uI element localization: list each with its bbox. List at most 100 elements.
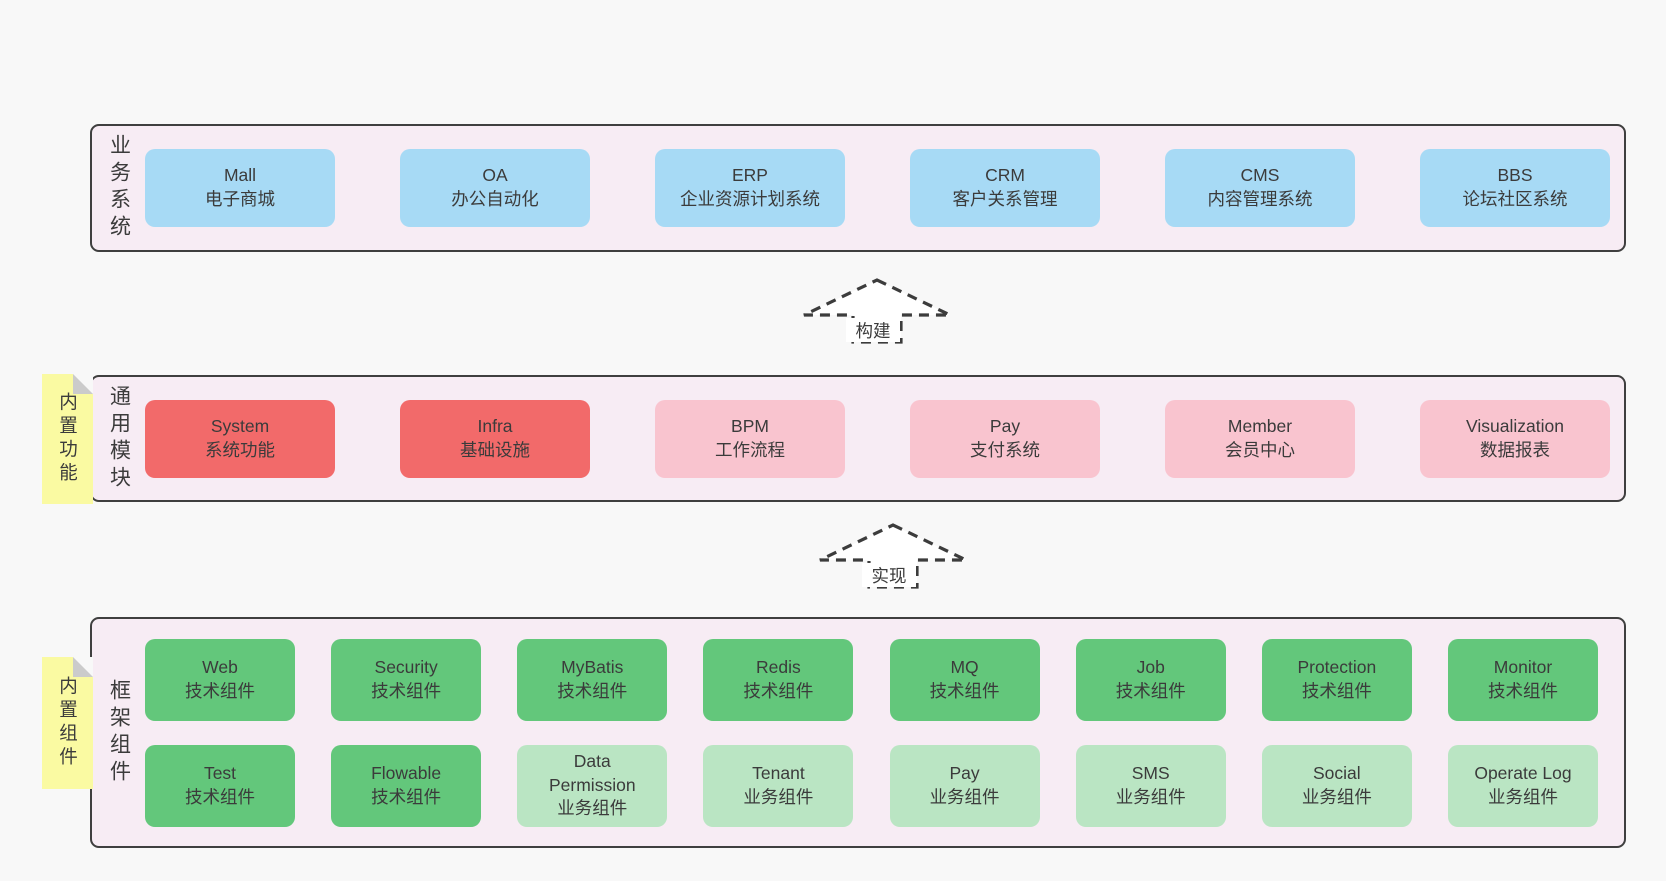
box-security: Security 技术组件 bbox=[331, 638, 482, 721]
box-desc: 技术组件 bbox=[185, 786, 255, 807]
box-name: Security bbox=[374, 656, 438, 677]
box-name: Pay bbox=[949, 762, 980, 783]
box-crm: CRM 客户关系管理 bbox=[910, 149, 1100, 227]
box-desc: 技术组件 bbox=[185, 680, 255, 701]
box-name: ERP bbox=[732, 165, 768, 186]
box-desc: 技术组件 bbox=[371, 786, 442, 807]
box-infra: Infra 基础设施 bbox=[400, 399, 590, 478]
box-visualization: Visualization 数据报表 bbox=[1420, 399, 1610, 478]
build-arrow-gap: 构建 bbox=[90, 252, 1626, 375]
box-desc: 论坛社区系统 bbox=[1462, 189, 1568, 209]
dashed-up-arrow-implement: 实现 bbox=[819, 523, 967, 589]
box-desc: 系统功能 bbox=[205, 439, 275, 460]
box-desc: 业务组件 bbox=[929, 786, 1000, 807]
layer-framework-components: 内置组件 框架组件 Web 技术组件 Security 技术组件 MyBatis 技术组件… bbox=[42, 617, 1626, 848]
box-web: Web 技术组件 bbox=[145, 638, 295, 721]
box-name: Visualization bbox=[1466, 415, 1564, 436]
arrow-outline bbox=[803, 278, 951, 344]
box-name: Job bbox=[1136, 656, 1165, 677]
box-desc: 业务组件 bbox=[1301, 786, 1372, 807]
box-mall: Mall 电子商城 bbox=[145, 149, 335, 227]
box-name: Infra bbox=[477, 415, 513, 436]
box-name: MQ bbox=[950, 656, 979, 677]
box-desc: 技术组件 bbox=[1115, 680, 1186, 701]
layer-side-label-business: 业务系统 bbox=[107, 134, 131, 242]
box-bpm: BPM 工作流程 bbox=[655, 399, 845, 478]
box-job: Job 技术组件 bbox=[1075, 638, 1226, 721]
arrow-label-bg bbox=[862, 563, 916, 587]
layer-side-label-common: 通用模块 bbox=[107, 384, 131, 493]
box-mq: MQ 技术组件 bbox=[889, 638, 1040, 721]
box-desc: 电子商城 bbox=[205, 189, 275, 209]
box-name: Operate Log bbox=[1474, 762, 1572, 783]
box-name: MyBatis bbox=[561, 656, 624, 677]
box-name: Web bbox=[202, 656, 238, 677]
dashed-up-arrow-build: 构建 bbox=[803, 278, 951, 344]
box-desc: 基础设施 bbox=[460, 439, 530, 460]
box-desc: 技术组件 bbox=[1301, 680, 1372, 701]
box-name: BBS bbox=[1497, 165, 1533, 186]
layer-side-label-framework: 框架组件 bbox=[107, 678, 131, 787]
sticky-note-builtin-features: 内置功能 bbox=[42, 374, 93, 504]
box-desc: 办公自动化 bbox=[451, 189, 539, 209]
box-name: Social bbox=[1313, 762, 1361, 783]
box-mybatis: MyBatis 技术组件 bbox=[517, 638, 668, 721]
box-name: Protection bbox=[1297, 656, 1377, 677]
box-desc: 数据报表 bbox=[1480, 439, 1550, 460]
box-desc: 技术组件 bbox=[557, 680, 628, 701]
implement-arrow-gap: 实现 bbox=[90, 502, 1626, 617]
box-name: Mall bbox=[223, 165, 257, 186]
box-desc: 工作流程 bbox=[715, 439, 785, 460]
box-desc: 业务组件 bbox=[1487, 786, 1558, 807]
sticky-note-builtin-components: 内置组件 bbox=[42, 657, 93, 789]
box-name: CMS bbox=[1240, 165, 1280, 186]
box-erp: ERP 企业资源计划系统 bbox=[655, 149, 845, 227]
box-name: Tenant bbox=[752, 762, 805, 783]
box-flowable: Flowable 技术组件 bbox=[331, 744, 482, 827]
box-sms: SMS 业务组件 bbox=[1075, 744, 1226, 827]
box-desc: 技术组件 bbox=[929, 680, 1000, 701]
box-desc: 技术组件 bbox=[1487, 680, 1558, 701]
box-desc: 内容管理系统 bbox=[1207, 189, 1313, 209]
box-desc: 会员中心 bbox=[1225, 439, 1295, 460]
box-desc: 技术组件 bbox=[743, 680, 814, 701]
box-desc: 业务组件 bbox=[557, 798, 628, 819]
box-desc: 技术组件 bbox=[371, 680, 442, 701]
box-desc: 支付系统 bbox=[970, 439, 1040, 460]
box-pay: Pay 业务组件 bbox=[889, 744, 1040, 827]
box-desc: 业务组件 bbox=[743, 786, 814, 807]
arrow-label-bg bbox=[846, 318, 900, 342]
box-protection: Protection 技术组件 bbox=[1261, 638, 1412, 721]
box-test: Test 技术组件 bbox=[145, 744, 295, 827]
arrow-label-implement: 实现 bbox=[872, 566, 907, 586]
box-desc: 企业资源计划系统 bbox=[680, 189, 820, 209]
box-name: Test bbox=[203, 762, 237, 783]
box-name: BPM bbox=[731, 415, 769, 436]
box-desc: 业务组件 bbox=[1115, 786, 1186, 807]
box-desc: 客户关系管理 bbox=[952, 189, 1058, 209]
box-bbs: BBS 论坛社区系统 bbox=[1420, 149, 1610, 227]
box-name: Pay bbox=[989, 415, 1021, 436]
box-name: SMS bbox=[1131, 762, 1170, 783]
box-name: Flowable bbox=[371, 762, 442, 783]
box-tenant: Tenant 业务组件 bbox=[703, 744, 854, 827]
box-name: CRM bbox=[985, 165, 1025, 186]
box-social: Social 业务组件 bbox=[1261, 744, 1412, 827]
box-pay: Pay 支付系统 bbox=[910, 399, 1100, 478]
